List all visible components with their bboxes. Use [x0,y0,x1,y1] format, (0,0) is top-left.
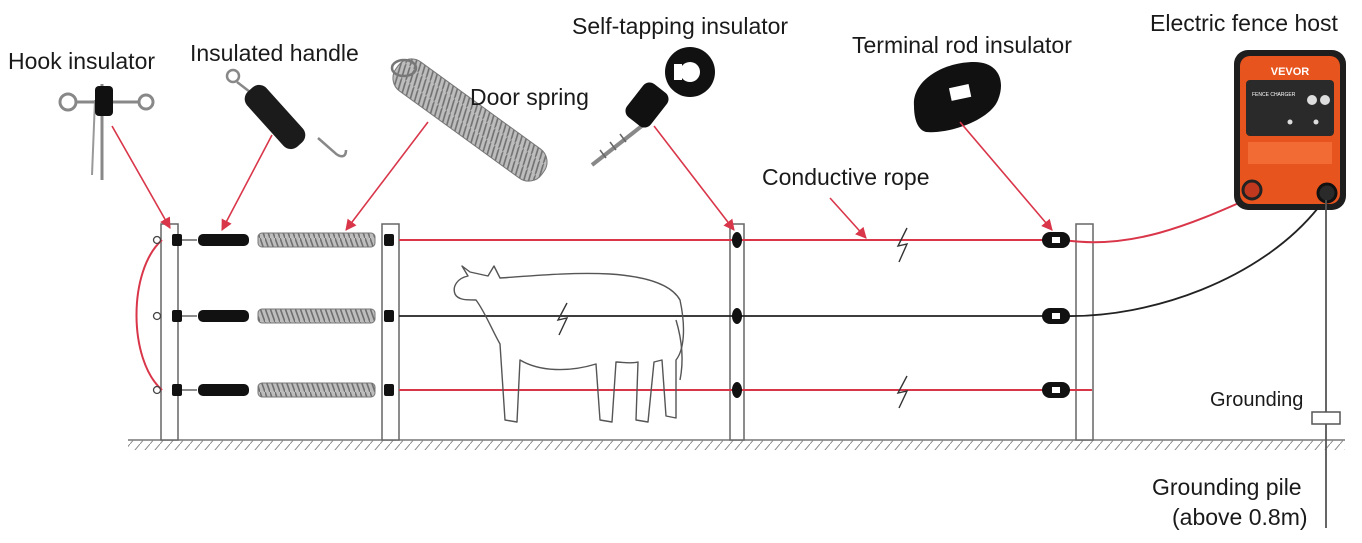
host-brand: VEVOR [1271,66,1310,78]
wires [135,197,1319,391]
post-1 [160,223,179,441]
hook-insulator-image [58,84,155,180]
door-spring-row2 [257,308,376,324]
label-hook-insulator: Hook insulator [8,48,156,74]
wire-to-host-neutral [1063,207,1319,317]
post-4 [1075,223,1094,441]
label-grounding-pile-depth: (above 0.8m) [1172,504,1308,530]
electric-fence-host-image [1234,50,1346,210]
post-3 [729,223,745,441]
post-2 [381,223,400,441]
terminal-insulators-on-post [1042,232,1070,398]
insulated-handle-row1 [198,234,249,246]
spark-icon [556,302,569,336]
host-model-text: FENCE CHARGER [1252,92,1296,98]
ground-rod [1311,200,1341,528]
spark-icon [896,375,909,409]
insulated-handle-row2 [198,310,249,322]
label-grounding: Grounding [1210,389,1304,411]
ground [128,439,1345,450]
cow-icon [453,265,685,423]
electric-spark-icons [556,227,909,409]
label-electric-fence-host: Electric fence host [1150,10,1338,36]
terminal-rod-insulator-image [913,62,1001,133]
wire-jumper-left [135,239,163,391]
self-tapping-insulator-image [590,47,715,167]
label-door-spring: Door spring [470,84,589,110]
wire-to-host-live [1063,197,1251,244]
label-terminal-rod-insulator: Terminal rod insulator [852,32,1072,58]
door-spring-image [390,58,548,182]
label-insulated-handle: Insulated handle [190,40,359,66]
insulated-handle-image [225,68,348,158]
callout-arrows [111,121,1053,239]
door-spring-row3 [257,382,376,398]
label-conductive-rope: Conductive rope [762,164,930,190]
spark-icon [896,227,909,263]
label-grounding-pile: Grounding pile [1152,474,1302,500]
fence-posts [160,223,1094,441]
self-tapping-insulators-on-post [732,232,742,398]
door-spring-row1 [257,232,376,248]
insulated-handle-row3 [198,384,249,396]
label-self-tapping-insulator: Self-tapping insulator [572,13,789,39]
left-hardware [152,232,394,398]
